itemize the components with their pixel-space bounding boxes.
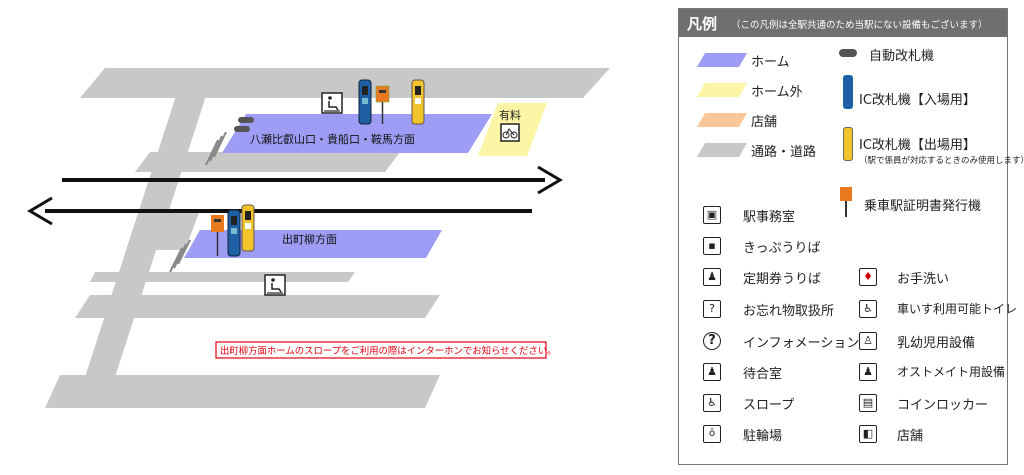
ticket-cert-machine-south xyxy=(211,215,224,256)
ic-gate-exit-south xyxy=(241,204,255,252)
legend-ticket-office: きっぷうりば xyxy=(743,241,821,256)
bicycle-icon xyxy=(500,123,520,142)
passage-left-vertical xyxy=(75,68,215,408)
track-southbound-arrow xyxy=(27,196,53,226)
passage-lower-left xyxy=(90,272,355,282)
ic-gate-entry-icon xyxy=(843,75,853,109)
station-map: 有料 八瀬比叡山口・貴船口・鞍馬方面 出町柳方面 出町柳方面ホームのスロープをご… xyxy=(27,68,610,408)
legend-coin-locker: コインロッカー xyxy=(897,398,989,413)
information-icon: ? xyxy=(703,332,721,350)
legend-slope: スロープ xyxy=(743,398,795,413)
ticket-cert-machine-north xyxy=(375,85,390,124)
stairs-north xyxy=(205,131,227,166)
passage-mid xyxy=(135,152,400,172)
shop-icon: ◧ xyxy=(859,425,877,443)
ic-gate-exit-icon xyxy=(843,127,853,161)
platform-swatch xyxy=(696,53,748,67)
legend-bicycle-parking: 駐輪場 xyxy=(743,429,783,444)
legend-waiting-room: 待合室 xyxy=(743,367,783,382)
legend-note: （この凡例は全駅共通のため当駅にない設備もございます） xyxy=(731,20,988,31)
passage-swatch xyxy=(696,143,748,157)
legend-station-office: 駅事務室 xyxy=(743,210,796,225)
platform-north xyxy=(222,114,492,153)
ic-gate-exit-north xyxy=(411,79,425,125)
legend-ic-gate-entry: IC改札機【入場用】 xyxy=(859,93,976,108)
ticket-cert-machine-post xyxy=(845,201,847,217)
track-northbound-arrow xyxy=(537,165,563,195)
legend-restroom: お手洗い xyxy=(897,272,950,287)
legend-lost-and-found: お忘れ物取扱所 xyxy=(743,304,835,319)
legend-panel: 凡例 （この凡例は全駅共通のため当駅にない設備もございます） ホーム ホーム外 … xyxy=(678,8,1024,465)
slope-notice-box xyxy=(215,341,547,359)
ticket-office-icon: ▪ xyxy=(703,237,721,255)
outside-platform-swatch xyxy=(696,83,748,97)
passage-top xyxy=(80,68,610,98)
restroom-icon: ♦ xyxy=(859,268,877,286)
accessible-toilet-icon: ♿ xyxy=(859,300,877,318)
slope-icon xyxy=(264,274,286,296)
legend-baby-facility: 乳幼児用設備 xyxy=(897,336,976,351)
legend-passage: 通路・道路 xyxy=(751,145,817,160)
bicycle-icon: ō xyxy=(703,425,721,443)
passage-right-connector xyxy=(145,210,200,250)
auto-gate-icon xyxy=(839,49,857,57)
legend-title: 凡例 xyxy=(687,15,718,33)
legend-header: 凡例 （この凡例は全駅共通のため当駅にない設備もございます） xyxy=(679,9,1007,37)
legend-ticket-cert-machine: 乗車駅証明書発行機 xyxy=(864,199,982,214)
lost-and-found-icon: ? xyxy=(703,300,721,318)
legend-outside-platform: ホーム外 xyxy=(751,85,803,100)
platform-north-label: 八瀬比叡山口・貴船口・鞍馬方面 xyxy=(250,132,415,146)
legend-shop: 店舗 xyxy=(897,429,924,444)
shop-area-swatch xyxy=(696,113,748,127)
coin-locker-icon: ▤ xyxy=(859,394,877,412)
ticket-cert-machine-icon xyxy=(840,187,852,201)
baby-facility-icon: ♙ xyxy=(859,332,877,350)
slope-icon xyxy=(321,92,343,114)
legend-information: インフォメーション xyxy=(743,336,860,351)
ostomate-icon: ♟ xyxy=(859,363,877,381)
passage-bottom xyxy=(45,375,440,408)
legend-accessible-toilet: 車いす利用可能トイレ xyxy=(897,302,1018,316)
legend-commuter-pass-office: 定期券うりば xyxy=(743,272,822,287)
commuter-pass-office-icon: ♟ xyxy=(703,268,721,286)
platform-south-label: 出町柳方面 xyxy=(282,232,337,246)
legend-ic-gate-exit: IC改札機【出場用】 xyxy=(859,138,976,153)
waiting-room-icon: ♟ xyxy=(703,363,721,381)
legend-auto-gate: 自動改札機 xyxy=(869,49,935,64)
auto-gate xyxy=(234,126,250,132)
ic-gate-entry-north xyxy=(358,79,372,125)
auto-gate xyxy=(238,117,254,123)
ic-gate-entry-south xyxy=(227,209,241,257)
legend-ic-gate-exit-note: （駅で係員が対応するときのみ使用します） xyxy=(859,156,1024,166)
passage-lower xyxy=(75,295,440,318)
stairs-south xyxy=(169,239,191,273)
slope-notice-text: 出町柳方面ホームのスロープをご利用の際はインターホンでお知らせください。 xyxy=(220,345,556,357)
slope-icon: ♿ xyxy=(703,394,721,412)
legend-ostomate-facility: オストメイト用設備 xyxy=(897,365,1006,379)
legend-shop-area: 店舗 xyxy=(751,115,778,130)
station-office-icon: ▣ xyxy=(703,206,721,224)
legend-platform: ホーム xyxy=(751,55,790,70)
paid-bicycle-label: 有料 xyxy=(499,108,521,122)
